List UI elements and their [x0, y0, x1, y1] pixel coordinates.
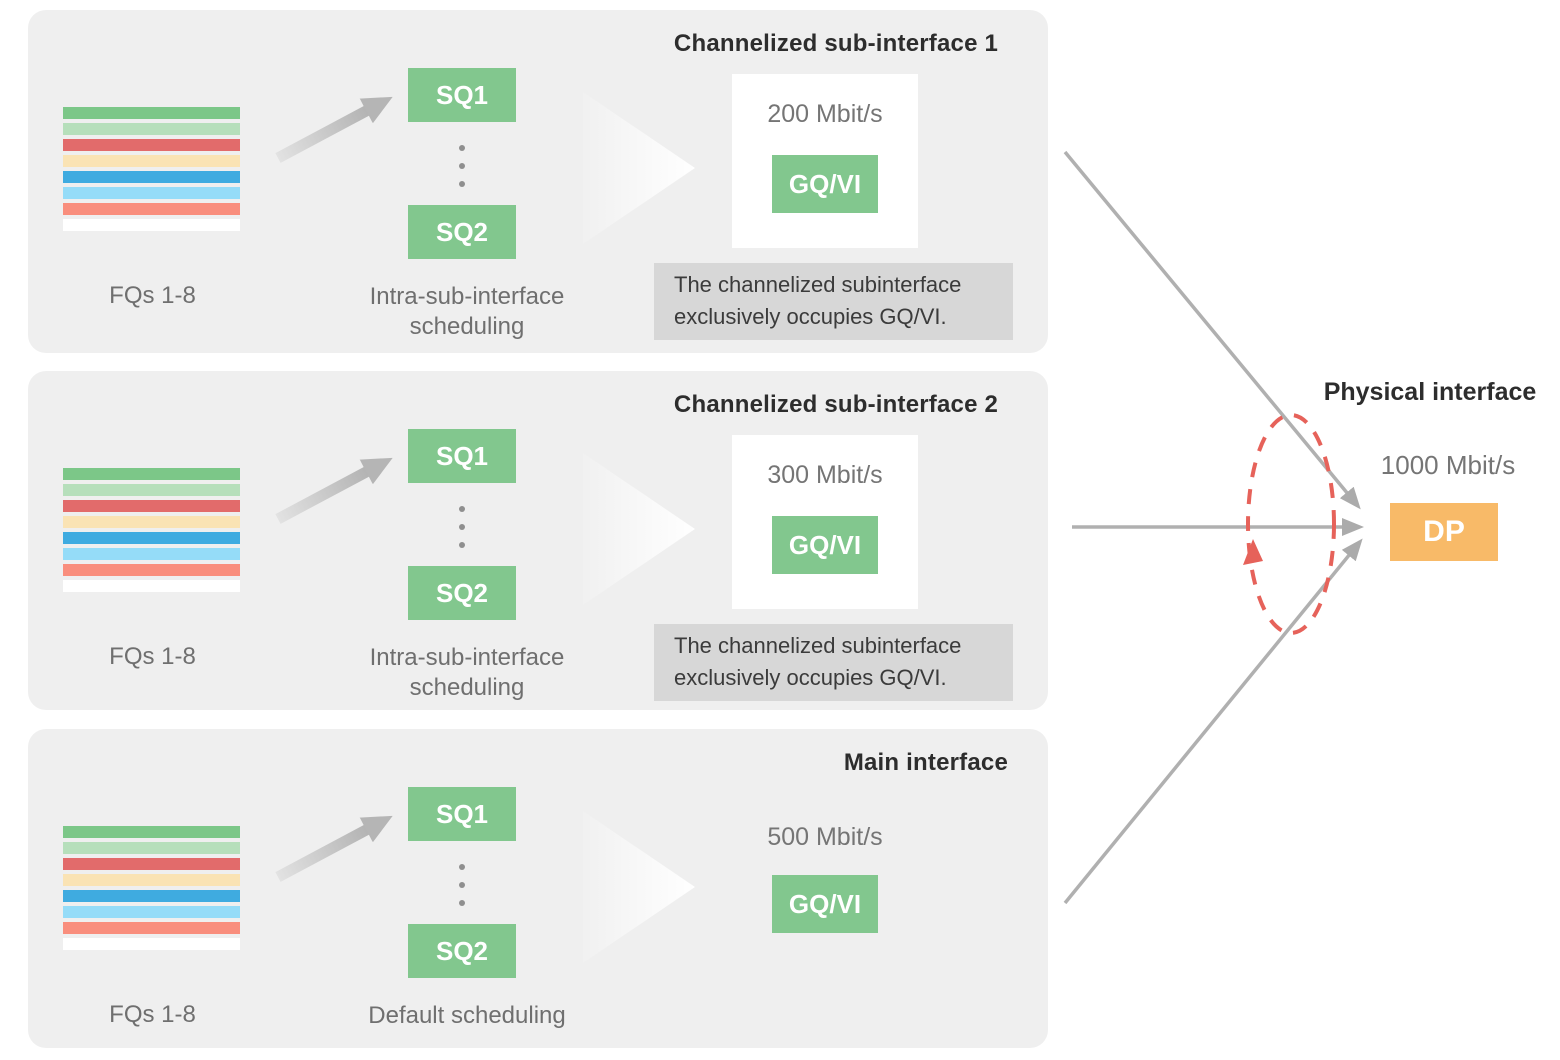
fq-stripe [63, 187, 240, 199]
scheduling-label: Intra-sub-interface scheduling [327, 643, 607, 703]
fq-stripe [63, 858, 240, 870]
ellipsis-dot [459, 900, 465, 906]
gq-vi-box: GQ/VI [772, 875, 878, 933]
rate-label: 200 Mbit/s [767, 100, 883, 128]
fq-stripe [63, 484, 240, 496]
sq1-box: SQ1 [408, 68, 516, 122]
fq-stripe [63, 171, 240, 183]
sq1-box: SQ1 [408, 429, 516, 483]
sq1-box: SQ1 [408, 787, 516, 841]
fq-stripe [63, 826, 240, 838]
fq-stripe [63, 155, 240, 167]
fq-stripe [63, 890, 240, 902]
fq-stripe [63, 922, 240, 934]
fq-stripe [63, 906, 240, 918]
rate-label: 500 Mbit/s [767, 823, 883, 851]
scheduling-label: Default scheduling [327, 1001, 607, 1031]
arrow-sub1-to-dp [1063, 150, 1361, 510]
fq-stripes [63, 468, 240, 596]
fq-stripes [63, 826, 240, 954]
physical-interface-title: Physical interface [1323, 378, 1537, 406]
ellipsis-dot [459, 864, 465, 870]
fq-stripe [63, 532, 240, 544]
scheduling-loop-ellipse [1246, 413, 1336, 635]
ellipsis-dot [459, 181, 465, 187]
big-triangle-arrow [583, 811, 695, 963]
note-box: The channelized subinterface exclusively… [654, 624, 1013, 701]
fq-stripe [63, 203, 240, 215]
sq2-box: SQ2 [408, 566, 516, 620]
panel-channelized-sub-interface-2: Channelized sub-interface 2 FQs 1-8 SQ1 … [28, 371, 1048, 710]
fq-label: FQs 1-8 [109, 1001, 196, 1028]
dp-box: DP [1390, 503, 1498, 561]
big-triangle-arrow [583, 92, 695, 244]
ellipsis-dot [459, 506, 465, 512]
fq-stripe [63, 548, 240, 560]
physical-rate-label: 1000 Mbit/s [1380, 450, 1516, 480]
ellipsis-dot [459, 882, 465, 888]
sq2-box: SQ2 [408, 924, 516, 978]
fq-label: FQs 1-8 [109, 643, 196, 670]
fq-stripe [63, 139, 240, 151]
panel-title: Channelized sub-interface 1 [673, 30, 999, 57]
fq-stripe [63, 107, 240, 119]
fq-stripe [63, 564, 240, 576]
scheduling-line2: scheduling [409, 674, 525, 701]
note-line1: The channelized subinterface [674, 633, 962, 658]
fq-stripe [63, 500, 240, 512]
scheduling-loop-arrowhead [1243, 539, 1263, 565]
ellipsis-dot [459, 163, 465, 169]
scheduling-label: Intra-sub-interface scheduling [327, 282, 607, 342]
fq-stripe [63, 516, 240, 528]
ellipsis-dot [459, 524, 465, 530]
panel-main-interface: Main interface FQs 1-8 SQ1 SQ2 Default s… [28, 729, 1048, 1048]
fq-label: FQs 1-8 [109, 282, 196, 309]
scheduling-line1: Default scheduling [368, 1002, 566, 1029]
subinterface-output-box: 300 Mbit/s GQ/VI [732, 435, 918, 609]
fq-stripe [63, 219, 240, 231]
rate-label: 300 Mbit/s [767, 461, 883, 489]
fq-stripe [63, 123, 240, 135]
note-line2: exclusively occupies GQ/VI. [674, 665, 947, 690]
fq-stripe [63, 580, 240, 592]
scheduling-line1: Intra-sub-interface [369, 644, 565, 671]
subinterface-output-box: 200 Mbit/s GQ/VI [732, 74, 918, 248]
gq-vi-box: GQ/VI [772, 516, 878, 574]
ellipsis-dot [459, 145, 465, 151]
scheduling-line1: Intra-sub-interface [369, 283, 565, 310]
arrow-main-to-dp [1063, 538, 1363, 905]
fq-to-sq-arrow [275, 815, 393, 882]
note-box: The channelized subinterface exclusively… [654, 263, 1013, 340]
fq-stripe [63, 468, 240, 480]
note-line1: The channelized subinterface [674, 272, 962, 297]
fq-stripe [63, 874, 240, 886]
fq-stripe [63, 842, 240, 854]
scheduling-line2: scheduling [409, 313, 525, 340]
fq-to-sq-arrow [275, 96, 393, 163]
ellipsis-dot [459, 542, 465, 548]
sq2-box: SQ2 [408, 205, 516, 259]
note-line2: exclusively occupies GQ/VI. [674, 304, 947, 329]
fq-to-sq-arrow [275, 457, 393, 524]
big-triangle-arrow [583, 453, 695, 605]
fq-stripes [63, 107, 240, 235]
fq-stripe [63, 938, 240, 950]
panel-channelized-sub-interface-1: Channelized sub-interface 1 FQs 1-8 SQ1 … [28, 10, 1048, 353]
gq-vi-box: GQ/VI [772, 155, 878, 213]
panel-title: Main interface [843, 749, 1008, 776]
panel-title: Channelized sub-interface 2 [673, 391, 999, 418]
